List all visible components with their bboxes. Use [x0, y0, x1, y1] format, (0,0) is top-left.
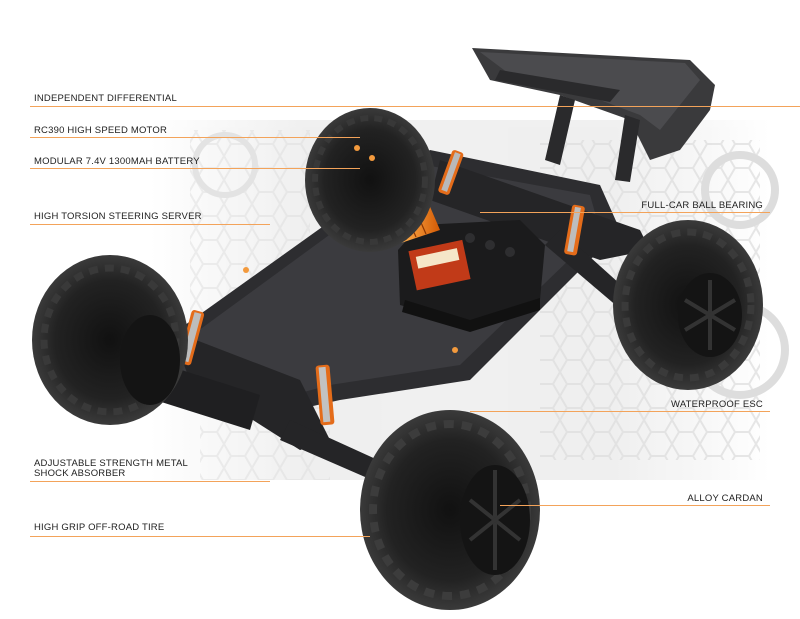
label-tire: HIGH GRIP OFF-ROAD TIRE	[34, 522, 165, 533]
label-steering: HIGH TORSION STEERING SERVER	[34, 211, 202, 222]
callout-line-esc	[470, 411, 770, 412]
label-shock-line1: ADJUSTABLE STRENGTH METAL	[34, 458, 189, 469]
callout-line-shock	[30, 481, 270, 482]
tire-rear-right	[613, 220, 763, 390]
callout-line-steering	[30, 224, 270, 225]
callout-line-bearing	[480, 212, 770, 213]
label-independent-differential: INDEPENDENT DIFFERENTIAL	[34, 93, 177, 104]
callout-line-motor	[30, 137, 360, 138]
tire-front-right	[360, 410, 540, 610]
label-motor: RC390 HIGH SPEED MOTOR	[34, 125, 168, 136]
callout-line-differential	[30, 106, 800, 107]
callout-line-battery	[30, 168, 360, 169]
callout-line-cardan	[500, 505, 770, 506]
tire-front-left	[32, 255, 188, 425]
rear-wing	[472, 48, 715, 182]
orange-accents	[243, 145, 458, 353]
label-esc: WATERPROOF ESC	[671, 399, 763, 410]
label-battery: MODULAR 7.4V 1300MAH BATTERY	[34, 156, 200, 167]
label-cardan: ALLOY CARDAN	[687, 493, 763, 504]
label-shock-line2: SHOCK ABSORBER	[34, 468, 126, 479]
label-bearing: FULL-CAR BALL BEARING	[641, 200, 763, 211]
battery-pack	[398, 220, 545, 332]
callout-line-tire	[30, 536, 370, 537]
tire-rear-left	[305, 108, 435, 252]
